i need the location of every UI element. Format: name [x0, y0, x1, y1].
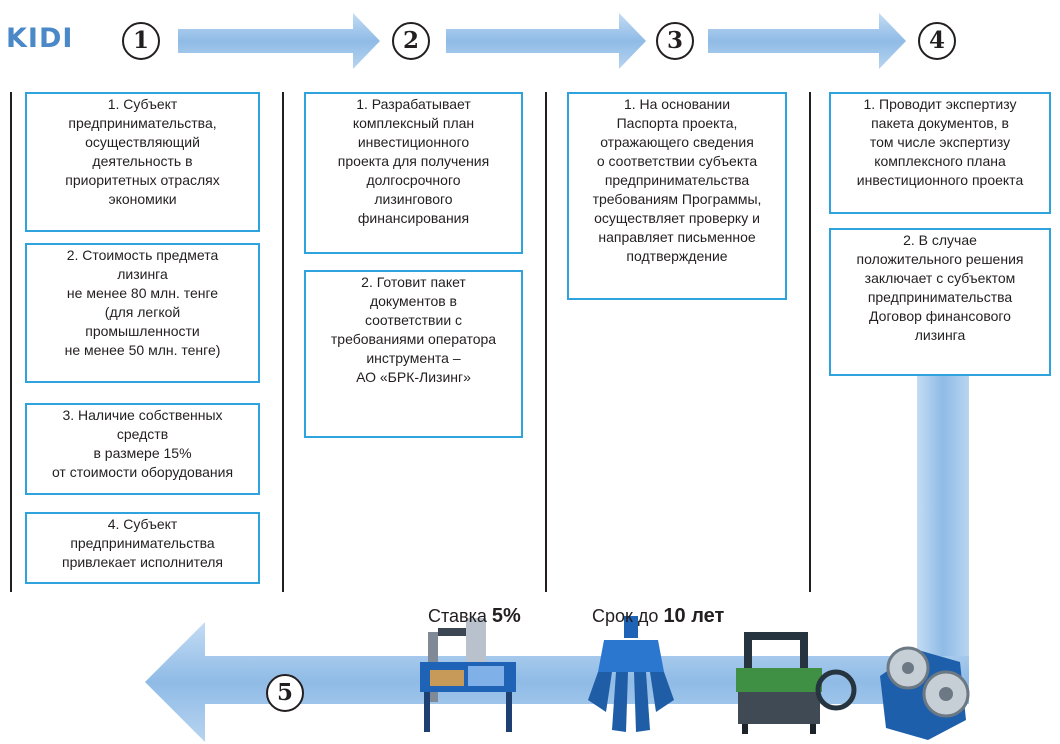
column-4-box-1: 1. Проводит экспертизу пакета документов… — [829, 92, 1051, 214]
arrow-step3-to-4 — [708, 13, 906, 69]
column-3-box-1-text: 1. На основании Паспорта проекта, отража… — [592, 96, 762, 264]
column-2-box-2: 2. Готовит пакет документов в соответств… — [304, 270, 523, 438]
arrow-step4-down — [917, 374, 969, 704]
column-1-box-3: 3. Наличие собственных средств в размере… — [25, 403, 260, 495]
column-1-box-3-text: 3. Наличие собственных средств в размере… — [51, 407, 234, 480]
step-5-circle: 5 — [266, 674, 304, 712]
column-2-box-1: 1. Разрабатывает комплексный план инвест… — [304, 92, 523, 254]
column-1-box-2: 2. Стоимость предмета лизинга не менее 8… — [25, 243, 260, 383]
arrow-step1-to-2 — [178, 13, 380, 69]
column-1-box-4: 4. Субъект предпринимательства привлекае… — [25, 512, 260, 584]
column-2-box-2-text: 2. Готовит пакет документов в соответств… — [330, 274, 497, 385]
column-1-box-1: 1. Субъект предпринимательства, осуществ… — [25, 92, 260, 232]
step-4-circle: 4 — [918, 22, 956, 60]
packaging-machine-icon — [420, 618, 516, 732]
logo-text: KIDI — [6, 23, 74, 54]
column-4-line — [809, 92, 811, 592]
column-1-line — [10, 92, 12, 592]
column-3-line — [545, 92, 547, 592]
column-3-box-1: 1. На основании Паспорта проекта, отража… — [567, 92, 787, 300]
column-1-box-4-text: 4. Субъект предпринимательства привлекае… — [61, 516, 224, 570]
step-1-circle: 1 — [122, 22, 160, 60]
column-1-box-1-text: 1. Субъект предпринимательства, осуществ… — [65, 96, 220, 207]
arrow-return — [145, 622, 969, 742]
column-1-box-2-text: 2. Стоимость предмета лизинга не менее 8… — [64, 247, 221, 358]
column-4-box-2: 2. В случае положительного решения заклю… — [829, 228, 1051, 376]
step-2-circle: 2 — [392, 22, 430, 60]
column-4-box-1-text: 1. Проводит экспертизу пакета документов… — [856, 96, 1024, 188]
gearbox-machine-icon — [880, 646, 970, 740]
term-value: 10 лет — [663, 605, 725, 627]
arrow-step2-to-3 — [446, 13, 646, 69]
column-4-box-2-text: 2. В случае положительного решения заклю… — [856, 232, 1024, 343]
strapping-machine-icon — [736, 632, 857, 734]
step-3-circle: 3 — [656, 22, 694, 60]
grab-bucket-icon — [588, 616, 674, 732]
logo: KIDI — [6, 23, 102, 54]
term-label: Срок до 10 лет — [592, 605, 724, 628]
term-label-text: Срок до — [592, 606, 659, 626]
column-2-box-1-text: 1. Разрабатывает комплексный план инвест… — [337, 96, 490, 226]
rate-label-text: Ставка — [428, 606, 487, 626]
rate-label: Ставка 5% — [428, 605, 521, 628]
column-2-line — [282, 92, 284, 592]
rate-value: 5% — [491, 605, 521, 627]
